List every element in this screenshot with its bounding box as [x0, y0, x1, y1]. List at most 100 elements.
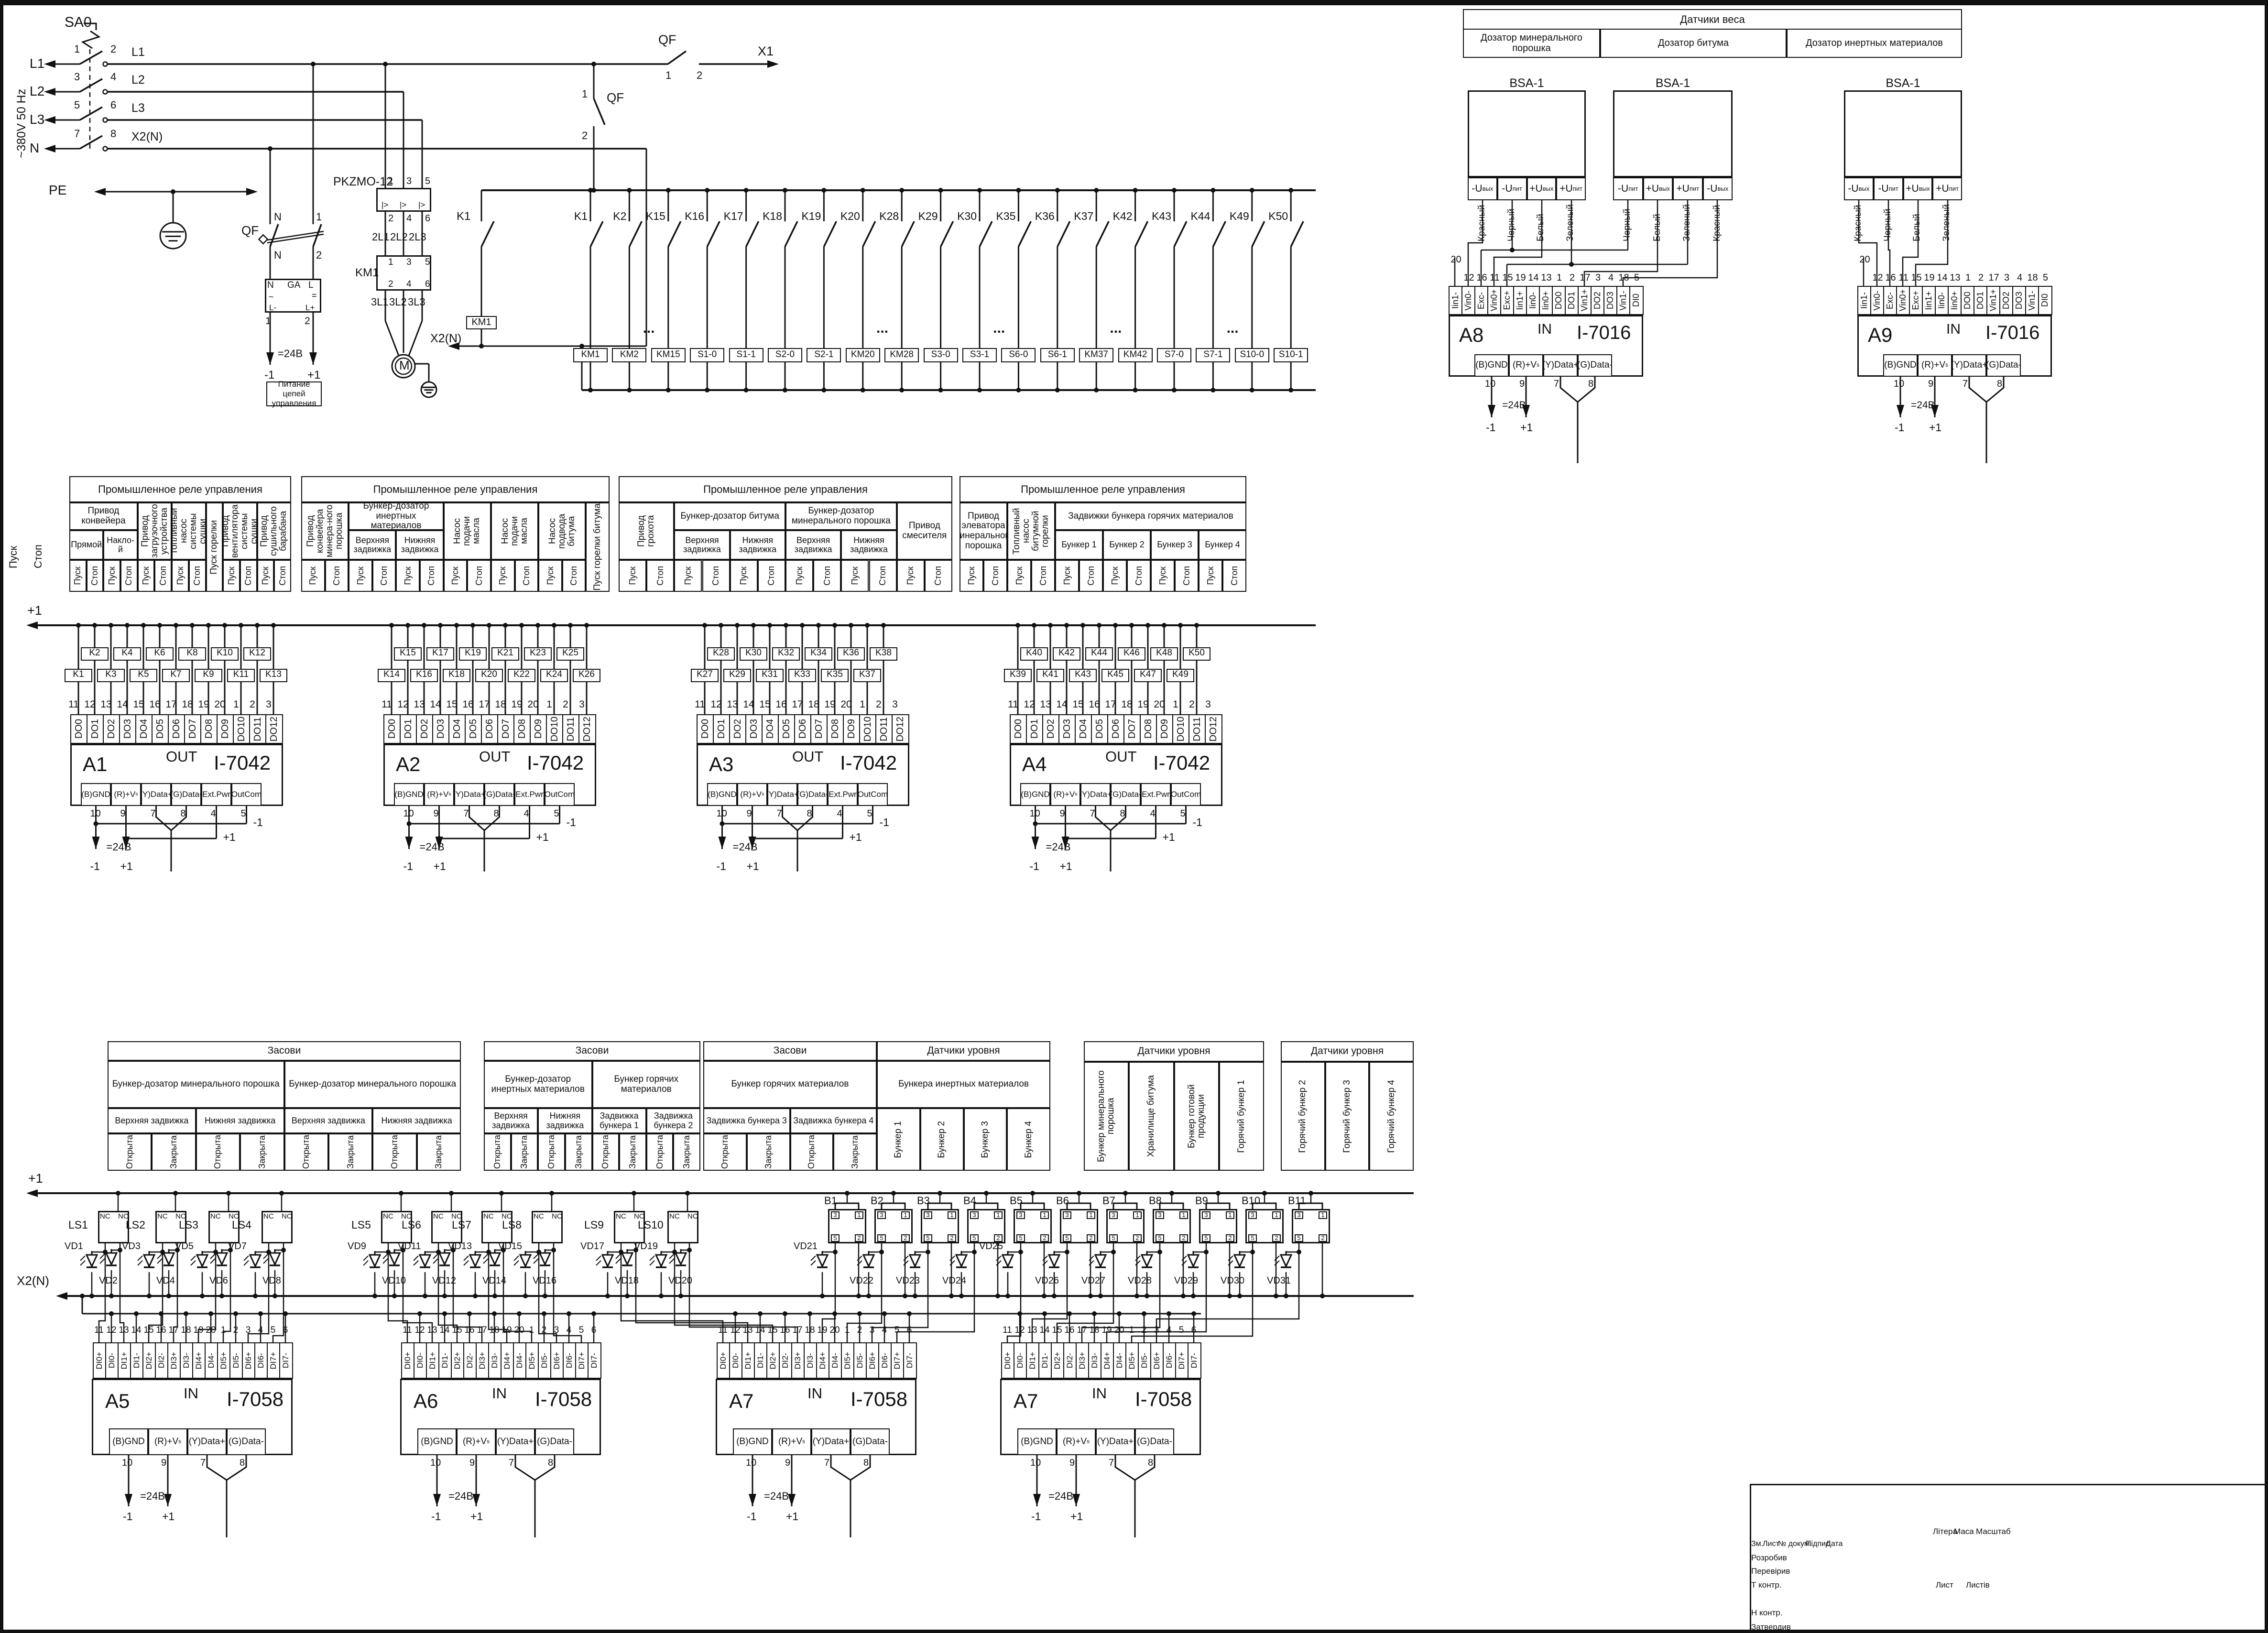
terminal-cell: DO2	[416, 714, 434, 744]
coil-label: S6-0	[1009, 349, 1028, 359]
table-subgroup-text: Задвижка бункера 4	[793, 1115, 874, 1125]
junction-dot	[783, 1311, 787, 1316]
module-ref: A4	[1022, 753, 1047, 775]
power-terminal-cell: Ext.Pwr	[1141, 783, 1171, 806]
terminal-cell: DI5+	[841, 1342, 855, 1379]
action-cell: Стоп	[983, 560, 1007, 592]
arrow-down	[788, 1494, 796, 1506]
table-group-text: Привод элеватора минерального порошка	[960, 511, 1006, 551]
coil-label: K23	[530, 648, 546, 658]
rail-label: +1	[1520, 421, 1533, 434]
terminal-cell-text: DI6+	[552, 1351, 562, 1370]
junction-dot	[273, 1294, 277, 1298]
sensor-pin-text: 1	[857, 1211, 861, 1219]
action-cell-text: Стоп	[243, 566, 253, 586]
led-arrow-icon	[1042, 1255, 1048, 1261]
titleblock-header: Зм.	[1751, 1540, 1764, 1548]
pin-number: 1	[74, 43, 80, 55]
power-terminal-cell: (B)GND	[109, 1428, 148, 1455]
terminal-cell-text: DO0	[1963, 291, 1973, 309]
terminal-cell-text: Iin0-	[1937, 292, 1947, 309]
diode-icon	[196, 1254, 209, 1268]
diode-icon	[674, 1252, 687, 1266]
table-group: Привод смесителя	[896, 502, 952, 560]
junction-dot	[1042, 1311, 1047, 1316]
junction-dot	[93, 821, 98, 826]
junction-dot	[80, 1294, 85, 1298]
sensor-pin-text: 2	[1321, 1234, 1325, 1241]
terminal-cell: DI3-	[488, 1342, 502, 1379]
action-cell: Закрыта	[328, 1133, 373, 1171]
wire	[834, 1202, 860, 1209]
ls-label: LS10	[638, 1219, 664, 1231]
arrow-down	[1522, 405, 1530, 417]
coil-box	[97, 669, 125, 682]
table-subgroup: Нижняя задвижка	[196, 1108, 284, 1133]
terminal-cell-text: DO12	[894, 716, 905, 742]
arrow-down	[472, 1494, 480, 1506]
relay-contact	[628, 221, 643, 247]
pin-number: 11	[1898, 272, 1908, 283]
arrow-down	[164, 1494, 172, 1506]
sensor-pin-text: 1	[904, 1211, 907, 1219]
pin-number: 6	[110, 99, 117, 111]
pin-number: 6	[1191, 1325, 1197, 1335]
diode-label: VD19	[634, 1241, 658, 1252]
action-cell: Стоп	[1031, 560, 1055, 592]
pin-number: 10	[1894, 379, 1905, 389]
wire-label: 3L2	[389, 296, 407, 308]
action-cell-text: Стоп	[822, 566, 832, 586]
junction-dot	[995, 1294, 1000, 1298]
action-cell: Открыта	[108, 1133, 152, 1171]
terminal-cell-text: DO1	[403, 719, 414, 739]
voltage-label: =24В	[106, 841, 131, 853]
terminal-text: OutCom	[858, 789, 888, 799]
action-cell: Стоп	[120, 560, 138, 592]
terminal-sub: s	[1537, 362, 1540, 369]
junction-dot	[720, 821, 725, 826]
terminal-cell-text: Iin1+	[1924, 291, 1934, 310]
junction-dot	[1569, 262, 1574, 267]
junction-dot	[866, 1294, 871, 1298]
terminal-cell: DI4-	[1113, 1342, 1127, 1379]
pin-number: 18	[1089, 1325, 1100, 1335]
sensor-label: B7	[1102, 1195, 1115, 1207]
action-cell: Закрыта	[565, 1133, 592, 1171]
diode-label: VD2	[99, 1275, 118, 1286]
terminal-cell: DI0-	[105, 1342, 119, 1379]
pin-number: 8	[493, 808, 499, 819]
wire	[437, 1232, 458, 1342]
terminal-sub: пит	[1888, 185, 1898, 192]
junction-dot	[517, 1311, 522, 1316]
action-cell-text: Стоп	[1134, 566, 1144, 586]
terminal-text: (R)+V	[427, 789, 449, 799]
terminal-cell: DI4+	[192, 1342, 206, 1379]
no-label: NO	[282, 1212, 293, 1220]
pin-number: 3	[579, 699, 585, 710]
action-cell: Пуск	[538, 560, 562, 592]
diode-label: VD17	[580, 1241, 605, 1252]
terminal-cell-text: DO10	[862, 716, 873, 742]
sensor-pin: 3	[1063, 1211, 1071, 1219]
rail-label: -1	[1031, 1510, 1041, 1523]
terminal-cell-text: DI5-	[855, 1352, 865, 1369]
table-header-text: Дозатор минерального порошка	[1481, 32, 1582, 54]
level-cell: Бункер 1	[877, 1108, 920, 1171]
led-arrow-icon	[1228, 1260, 1233, 1266]
junction-dot	[938, 388, 943, 392]
junction-dot	[1320, 1294, 1325, 1298]
junction-dot	[659, 1294, 664, 1298]
junction-dot	[1067, 1311, 1072, 1316]
table-group: Бункер-дозатор инертных материалов	[484, 1061, 592, 1108]
pin-number: 7	[1554, 379, 1559, 389]
ellipsis: ...	[876, 320, 889, 336]
junction-dot	[423, 1294, 427, 1298]
pin-number: 3	[406, 257, 412, 267]
action-cell-text: Пуск	[226, 566, 236, 585]
junction-dot	[591, 188, 596, 193]
sensor-pin-text: 5	[1158, 1234, 1162, 1241]
sensor-pin-text: 1	[1182, 1211, 1186, 1219]
terminal-cell: DI5+	[1125, 1342, 1139, 1379]
contact-label: K30	[957, 210, 977, 222]
